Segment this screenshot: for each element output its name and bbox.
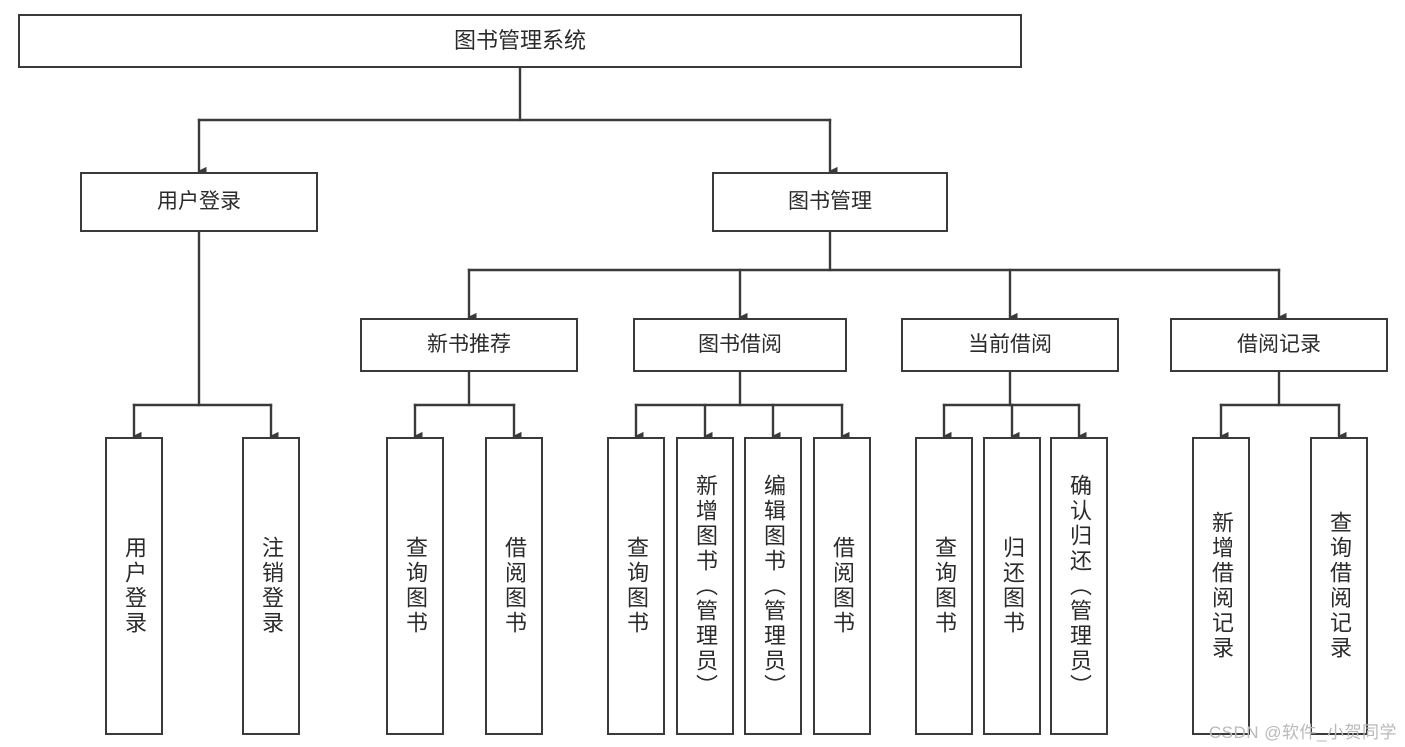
node-label: 归还图书 [1000,536,1025,636]
node-label: 查询图书 [624,536,649,636]
leaf-query-book-recommendation[interactable]: 查询图书 [386,437,444,735]
leaf-edit-book-admin[interactable]: 编辑图书（管理员） [744,437,802,735]
leaf-borrow-book-recommendation[interactable]: 借阅图书 [485,437,543,735]
leaf-logout[interactable]: 注销登录 [242,437,300,735]
node-label: 确认归还（管理员） [1067,473,1092,699]
leaf-query-book-borrowing[interactable]: 查询图书 [607,437,665,735]
leaf-add-borrow-record[interactable]: 新增借阅记录 [1192,437,1250,735]
node-new-book-recommendation[interactable]: 新书推荐 [360,318,578,372]
node-label: 图书借阅 [698,332,782,356]
node-label: 查询图书 [403,536,428,636]
node-label: 用户登录 [122,536,147,636]
node-current-borrowing[interactable]: 当前借阅 [901,318,1119,372]
node-label: 编辑图书（管理员） [761,473,786,699]
node-borrowing-records[interactable]: 借阅记录 [1170,318,1388,372]
node-user-login[interactable]: 用户登录 [80,172,318,232]
leaf-user-login[interactable]: 用户登录 [105,437,163,735]
node-label: 查询借阅记录 [1327,511,1352,661]
node-label: 借阅图书 [502,536,527,636]
node-label: 图书管理 [788,189,872,213]
node-label: 借阅图书 [830,536,855,636]
node-label: 新增图书（管理员） [693,473,718,699]
node-label: 借阅记录 [1237,332,1321,356]
node-book-borrowing[interactable]: 图书借阅 [633,318,847,372]
leaf-borrow-book-borrowing[interactable]: 借阅图书 [813,437,871,735]
node-label: 查询图书 [932,536,957,636]
node-book-management-system[interactable]: 图书管理系统 [18,14,1022,68]
leaf-query-borrow-record[interactable]: 查询借阅记录 [1310,437,1368,735]
node-label: 注销登录 [259,536,284,636]
node-label: 图书管理系统 [453,28,586,54]
leaf-add-book-admin[interactable]: 新增图书（管理员） [676,437,734,735]
leaf-query-book-current[interactable]: 查询图书 [915,437,973,735]
leaf-confirm-return-admin[interactable]: 确认归还（管理员） [1050,437,1108,735]
node-label: 用户登录 [157,189,241,213]
leaf-return-book[interactable]: 归还图书 [983,437,1041,735]
node-label: 当前借阅 [968,332,1052,356]
node-label: 新书推荐 [427,332,511,356]
node-label: 新增借阅记录 [1209,511,1234,661]
node-book-management[interactable]: 图书管理 [712,172,948,232]
